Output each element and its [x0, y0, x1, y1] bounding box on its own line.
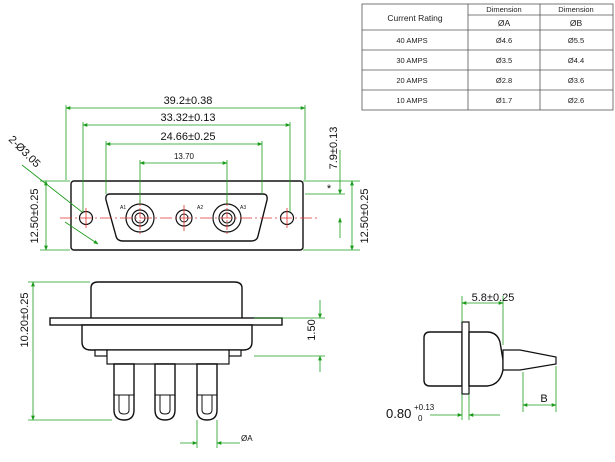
table-header-current-rating: Current Rating — [387, 13, 443, 23]
profile-view-dimensions — [430, 296, 557, 420]
dim-height-right: 12.50±0.25 — [359, 189, 371, 244]
table-cell: 10 AMPS — [396, 96, 427, 105]
front-view: A1 A2 A3 — [60, 180, 320, 251]
table-cell: Ø5.5 — [568, 36, 584, 45]
table-cell: 20 AMPS — [396, 76, 427, 85]
dim-thickness-plus: +0.13 — [414, 403, 435, 412]
table-cell: Ø4.4 — [568, 56, 584, 65]
dim-b: B — [540, 393, 547, 405]
pin-label-a1: A1 — [120, 205, 126, 211]
profile-view — [423, 321, 557, 395]
dim-thickness-minus: 0 — [418, 414, 423, 423]
dim-overall-width: 39.2±0.38 — [164, 95, 213, 107]
side-view-dimensions — [28, 281, 325, 448]
side-view — [49, 281, 283, 421]
dim-holes: 2-Ø3.05 — [6, 134, 43, 171]
table-cell: Ø3.5 — [496, 56, 512, 65]
table-cell: Ø1.7 — [496, 96, 512, 105]
table-cell: Ø3.6 — [568, 76, 584, 85]
table-cell: Ø2.6 — [568, 96, 584, 105]
table-header-dimension-b: Dimension — [558, 5, 593, 14]
table-cell: 30 AMPS — [396, 56, 427, 65]
dim-side-height: 10.20±0.25 — [19, 293, 31, 348]
pin-2 — [154, 363, 176, 421]
dim-mount-width: 33.32±0.13 — [161, 112, 216, 124]
table-cell: Ø4.6 — [496, 36, 512, 45]
dim-top-offset: 7.9±0.13 — [328, 127, 340, 170]
table-header-dimension-a: Dimension — [486, 5, 521, 14]
pin-3 — [196, 363, 218, 421]
pin-label-a3: A3 — [240, 205, 246, 211]
dim-phi-a: ØA — [241, 434, 253, 443]
asterisk-mark: * — [327, 183, 332, 195]
dim-pitch: 13.70 — [174, 152, 195, 161]
dim-height-left: 12.50±0.25 — [29, 189, 41, 244]
dim-shell-width: 24.66±0.25 — [161, 131, 216, 143]
current-rating-table: Current Rating Dimension Dimension ØA ØB… — [361, 3, 614, 111]
table-subheader-phi-b: ØB — [570, 18, 583, 28]
table-cell: Ø2.8 — [496, 76, 512, 85]
dim-depth: 5.8±0.25 — [472, 292, 515, 304]
pin-label-a2: A2 — [197, 205, 203, 211]
dim-side-offset: 1.50 — [306, 319, 318, 340]
dim-thickness: 0.80 — [386, 406, 411, 421]
table-cell: 40 AMPS — [396, 36, 427, 45]
pin-1 — [113, 363, 135, 421]
front-view-dimensions — [21, 105, 360, 251]
table-subheader-phi-a: ØA — [498, 18, 511, 28]
